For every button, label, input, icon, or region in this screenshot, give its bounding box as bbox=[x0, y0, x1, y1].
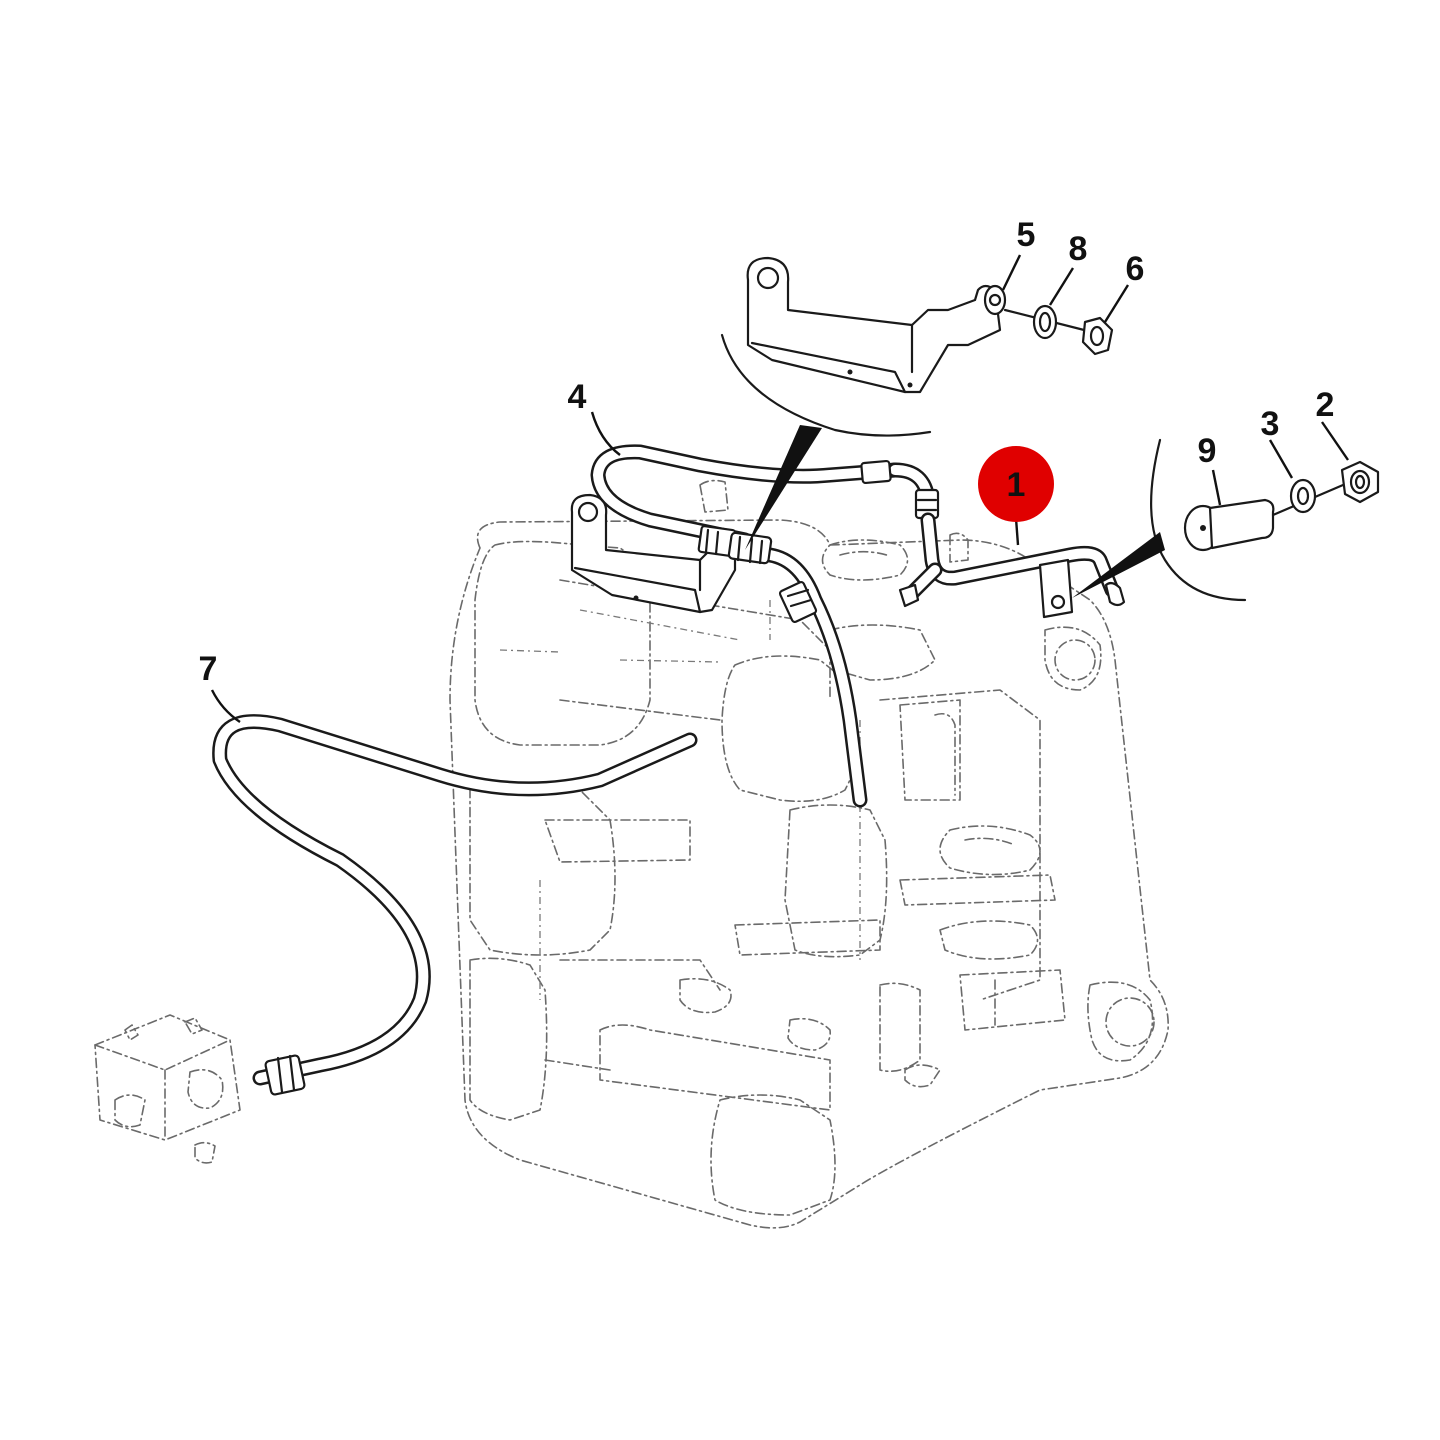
hose-down bbox=[762, 547, 868, 808]
hose-4 bbox=[590, 444, 940, 548]
callout-1: 1 bbox=[1007, 466, 1026, 504]
detail-bubble-bolt bbox=[1072, 438, 1380, 602]
tee-fitting bbox=[697, 525, 773, 565]
detail-bubble-bracket bbox=[720, 256, 1114, 550]
callout-8: 8 bbox=[1069, 230, 1088, 268]
housing-phantom bbox=[449, 479, 1169, 1229]
callout-7: 7 bbox=[199, 650, 218, 688]
callout-6: 6 bbox=[1126, 250, 1145, 288]
callout-5: 5 bbox=[1017, 216, 1036, 254]
callouts: 1 2 3 4 5 6 7 8 9 bbox=[199, 216, 1335, 688]
valve-block bbox=[94, 1014, 241, 1164]
callout-4: 4 bbox=[568, 378, 587, 416]
callout-1-highlight bbox=[978, 446, 1054, 522]
callout-2: 2 bbox=[1316, 386, 1335, 424]
callout-3: 3 bbox=[1261, 405, 1280, 443]
hose-7 bbox=[212, 714, 698, 1096]
callout-9: 9 bbox=[1198, 432, 1217, 470]
tube-1 bbox=[898, 512, 1126, 619]
